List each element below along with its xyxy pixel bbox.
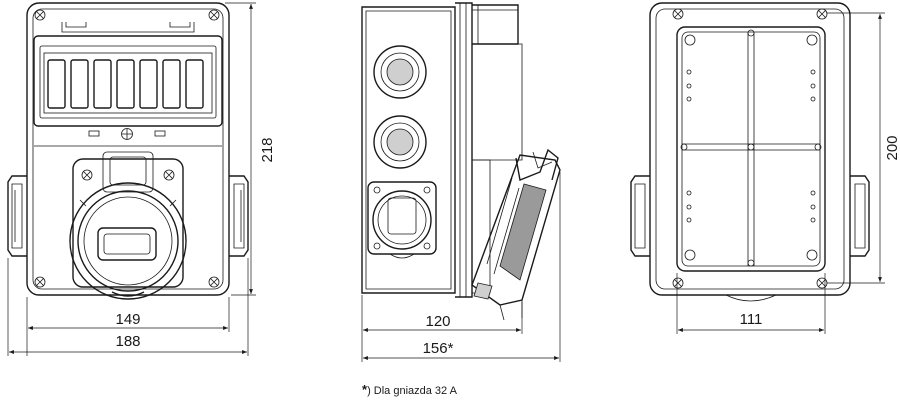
rear-housing bbox=[649, 2, 851, 296]
breaker-modules bbox=[47, 59, 204, 109]
screw-icon bbox=[672, 277, 684, 289]
mounting-plate bbox=[676, 26, 826, 272]
screw-icon bbox=[163, 169, 175, 181]
socket-plate bbox=[72, 158, 184, 288]
breaker-window-frame bbox=[33, 35, 223, 127]
screw-icon bbox=[34, 276, 46, 288]
rear-dimensions: 200 111 bbox=[676, 12, 900, 334]
screw-icon bbox=[208, 9, 220, 21]
dim-front-inner-width: 149 bbox=[115, 311, 140, 328]
mounting-holes bbox=[686, 69, 816, 223]
front-housing bbox=[26, 2, 230, 296]
side-view bbox=[361, 2, 561, 321]
rear-clip-left bbox=[630, 175, 650, 257]
footnote-marker: * bbox=[362, 382, 368, 397]
screw-icon bbox=[208, 276, 220, 288]
dim-front-height: 218 bbox=[259, 137, 276, 162]
dim-side-total-depth: 156* bbox=[423, 340, 454, 357]
front-view bbox=[7, 2, 249, 300]
small-socket-icon bbox=[367, 181, 437, 259]
footnote: *) Dla gniazda 32 A bbox=[362, 382, 458, 397]
side-clip-right bbox=[229, 175, 249, 257]
angled-socket bbox=[471, 148, 561, 321]
footnote-text: *) Dla gniazda 32 A bbox=[362, 382, 458, 397]
side-clip-left bbox=[7, 175, 27, 257]
side-housing bbox=[361, 6, 456, 294]
dim-front-total-width: 188 bbox=[115, 333, 140, 350]
front-dimensions: 218 149 188 bbox=[7, 2, 276, 356]
screw-icon bbox=[34, 9, 46, 21]
grid-node-icon bbox=[680, 29, 822, 267]
dim-rear-height: 200 bbox=[884, 135, 900, 160]
side-dimensions: 120 156* bbox=[361, 172, 561, 362]
screw-icon bbox=[672, 8, 684, 20]
screw-icon bbox=[81, 169, 93, 181]
rear-clip-right bbox=[850, 175, 870, 257]
dim-side-depth: 120 bbox=[425, 313, 450, 330]
screw-icon bbox=[816, 8, 828, 20]
cable-gland-icon bbox=[373, 45, 427, 99]
rear-view bbox=[630, 2, 870, 302]
footnote-body: ) Dla gniazda 32 A bbox=[367, 385, 458, 397]
socket-icon bbox=[69, 182, 187, 300]
cable-gland-icon bbox=[373, 115, 427, 169]
dim-rear-width: 111 bbox=[740, 311, 763, 328]
lock-screw-icon bbox=[121, 128, 133, 140]
screw-icon bbox=[816, 277, 828, 289]
